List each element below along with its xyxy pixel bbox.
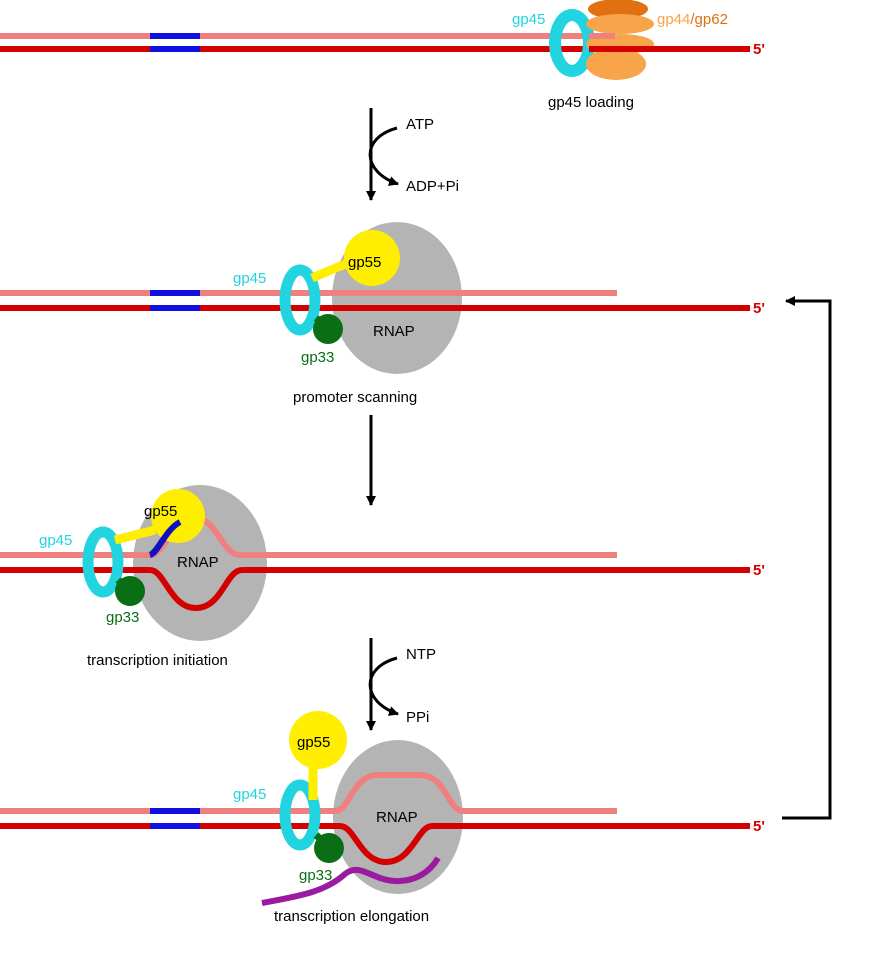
reaction-output: ADP+Pi: [406, 178, 459, 195]
step-promoter-scanning: 5' gp45 gp55 gp33 RNAP promoter scanning: [0, 222, 765, 406]
slash-label: /: [690, 11, 695, 28]
gp44-label: gp44: [657, 11, 690, 28]
promoter-region: [150, 46, 200, 52]
gp55-label: gp55: [297, 734, 330, 751]
five-prime-label: 5': [753, 818, 765, 835]
gp33-coactivator: [115, 576, 145, 606]
promoter-region: [150, 823, 200, 829]
five-prime-label: 5': [753, 41, 765, 58]
promoter-region: [150, 33, 200, 39]
gp55-tether: [310, 257, 352, 283]
reaction-output: PPi: [406, 709, 429, 726]
gp44-gp62-label: gp44/gp62: [657, 11, 728, 28]
gp45-clamp: [82, 526, 124, 598]
recycle-arrow: [782, 296, 832, 820]
nontemplate-strand: [0, 772, 617, 814]
step-transcription-initiation: 5' gp45 gp55 gp33 RNAP transcription ini…: [0, 485, 765, 669]
step-gp45-loading: 5' gp45 gp44/gp62 gp45 loading: [0, 0, 765, 111]
reaction-arrow-atp: ATP ADP+Pi: [366, 108, 459, 201]
step-transcription-elongation: 5' gp45 gp55 gp33 RNAP transcription elo…: [0, 711, 765, 925]
rna-transcript: [261, 856, 441, 906]
gp55-sigma: [289, 711, 347, 769]
five-prime-label: 5': [753, 300, 765, 317]
gp62-label: gp62: [695, 11, 728, 28]
gp55-sigma: [151, 489, 205, 543]
curved-arrow: [368, 656, 399, 716]
promoter-region: [150, 808, 200, 814]
gp33-label: gp33: [301, 349, 334, 366]
gp55-tether: [113, 525, 157, 545]
promoter-region: [150, 305, 200, 311]
gp45-label: gp45: [512, 11, 545, 28]
rnap-label: RNAP: [177, 554, 219, 571]
gp55-label: gp55: [348, 254, 381, 271]
step-caption: gp45 loading: [548, 94, 634, 111]
five-prime-label: 5': [753, 562, 765, 579]
gp44-gp62-clamp-loader: [586, 0, 654, 80]
gp45-label: gp45: [39, 532, 72, 549]
reaction-input: NTP: [406, 646, 436, 663]
reaction-arrow-ntp: NTP PPi: [366, 638, 436, 731]
step-caption: transcription elongation: [274, 908, 429, 925]
rnap-label: RNAP: [376, 809, 418, 826]
gp33-coactivator: [314, 833, 344, 863]
gp33-coactivator: [313, 314, 343, 344]
gp33-label: gp33: [106, 609, 139, 626]
gp45-clamp: [279, 779, 321, 851]
gp45-clamp: [549, 9, 595, 77]
rnap-label: RNAP: [373, 323, 415, 340]
gp45-clamp: [279, 264, 321, 336]
gp45-label: gp45: [233, 786, 266, 803]
template-strand: [0, 567, 750, 612]
template-strand: [0, 823, 750, 866]
gp55-sigma: [344, 230, 400, 286]
gp55-label: gp55: [144, 503, 177, 520]
gp45-label: gp45: [233, 270, 266, 287]
curved-arrow: [368, 126, 399, 186]
promoter-region: [150, 290, 200, 296]
step-caption: promoter scanning: [293, 389, 417, 406]
reaction-input: ATP: [406, 116, 434, 133]
gp33-label: gp33: [299, 867, 332, 884]
step-caption: transcription initiation: [87, 652, 228, 669]
